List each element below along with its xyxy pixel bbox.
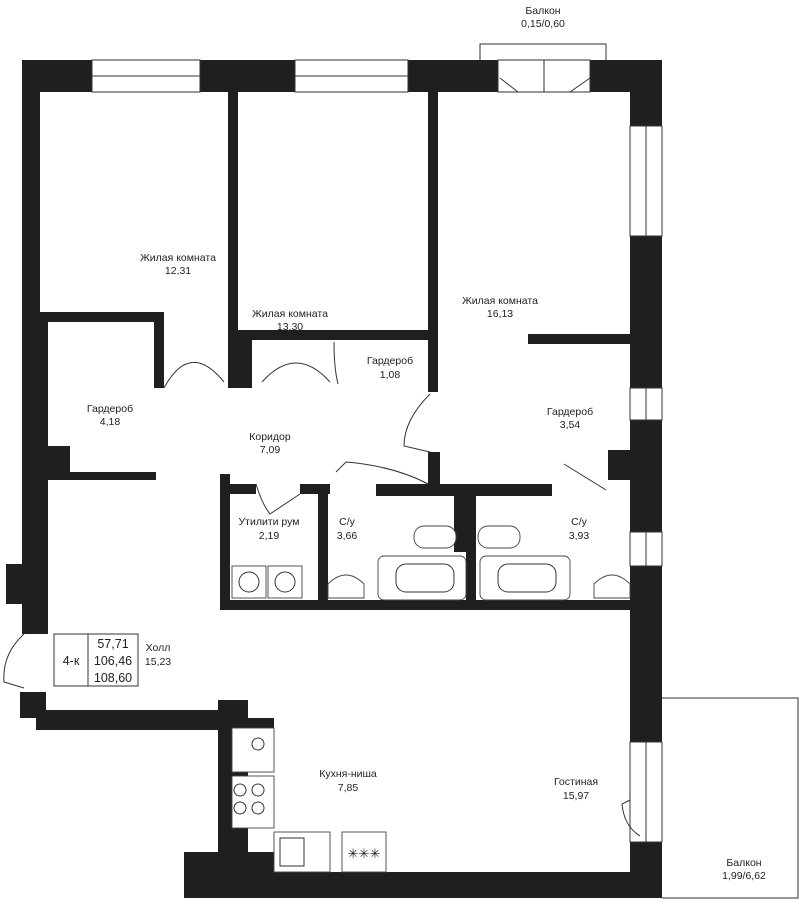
room-label-living: Гостиная 15,97: [554, 776, 598, 802]
room-name: Коридор: [249, 431, 291, 443]
room-name: Жилая комната: [140, 252, 216, 264]
room-area: 12,31: [165, 265, 191, 277]
kitchen-fixtures: ✳✳✳: [231, 727, 387, 873]
room-name: Гардероб: [87, 403, 133, 415]
balcony-name: Балкон: [525, 5, 560, 17]
area-summary: [53, 633, 139, 687]
room-area: 13,30: [277, 321, 303, 333]
room-area: 16,13: [487, 308, 513, 320]
room-label-bedroom-2: Жилая комната 13,30: [252, 308, 328, 333]
room-name: С/у: [571, 516, 588, 528]
svg-text:✳✳✳: ✳✳✳: [348, 846, 381, 861]
room-label-wardrobe-left: Гардероб 4,18: [87, 403, 133, 428]
room-label-bedroom-3: Жилая комната 16,13: [462, 295, 538, 320]
room-area: 4,18: [100, 416, 121, 428]
bathroom-fixtures: [327, 525, 631, 601]
room-name: Жилая комната: [252, 308, 328, 320]
balcony-right-label: Балкон 1,99/6,62: [722, 857, 766, 882]
room-area: 7,09: [260, 444, 281, 456]
room-label-corridor: Коридор 7,09: [249, 431, 291, 456]
total-area-with-balcony: 108,60: [94, 671, 132, 685]
room-label-bathroom-2: С/у 3,93: [569, 516, 590, 542]
room-name: Гардероб: [547, 406, 593, 418]
room-area: 15,97: [563, 790, 589, 802]
balcony-top-label: Балкон 0,15/0,60: [521, 5, 565, 30]
room-label-kitchen: Кухня-ниша 7,85: [319, 768, 377, 794]
room-name: Гостиная: [554, 776, 598, 788]
apartment-type: 4-к: [63, 654, 80, 668]
living-area: 57,71: [97, 637, 128, 651]
balcony-name: Балкон: [726, 857, 761, 869]
room-name: Гардероб: [367, 355, 413, 367]
doors: [3, 77, 641, 837]
room-area: 7,85: [338, 782, 359, 794]
area-summary-text: 4-к 57,71 106,46 108,60: [63, 637, 132, 685]
room-name: Холл: [146, 642, 171, 654]
room-label-hall: Холл 15,23: [145, 642, 171, 668]
room-label-bedroom-1: Жилая комната 12,31: [140, 252, 216, 277]
total-area: 106,46: [94, 654, 132, 668]
room-area: 3,66: [337, 530, 358, 542]
balcony-area: 1,99/6,62: [722, 870, 766, 882]
room-area: 2,19: [259, 530, 280, 542]
utility-appliances: [231, 565, 303, 599]
room-name: Утилити рум: [238, 516, 299, 528]
room-area: 3,54: [560, 419, 581, 431]
room-label-wardrobe-small: Гардероб 1,08: [367, 355, 413, 381]
room-area: 3,93: [569, 530, 590, 542]
room-label-bathroom-1: С/у 3,66: [337, 516, 358, 542]
windows: [91, 59, 663, 843]
room-name: С/у: [339, 516, 356, 528]
room-label-wardrobe-right: Гардероб 3,54: [547, 406, 593, 431]
walls: [6, 60, 662, 898]
room-area: 1,08: [380, 369, 401, 381]
balconies: [479, 43, 799, 899]
balcony-area: 0,15/0,60: [521, 18, 565, 30]
room-label-utility: Утилити рум 2,19: [238, 516, 299, 542]
room-name: Кухня-ниша: [319, 768, 377, 780]
room-area: 15,23: [145, 656, 171, 668]
room-name: Жилая комната: [462, 295, 538, 307]
